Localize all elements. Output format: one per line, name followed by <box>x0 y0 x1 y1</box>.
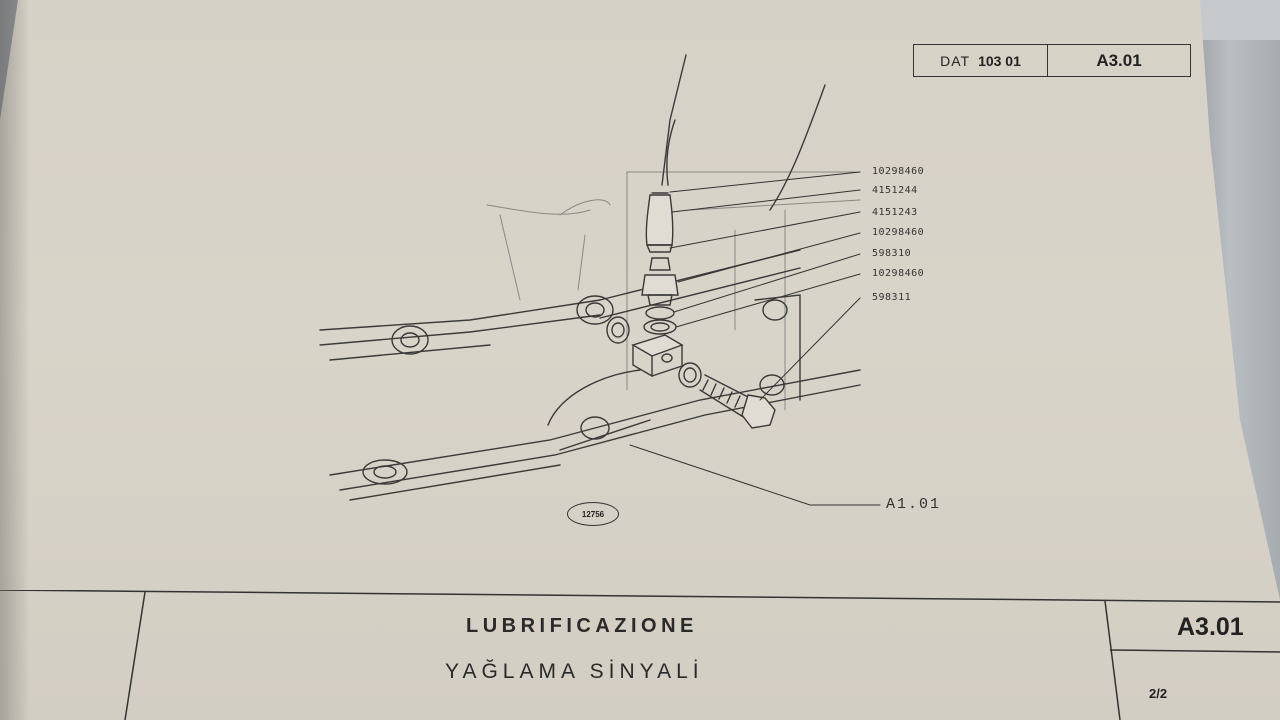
title-italian: LUBRIFICAZIONE <box>466 615 698 637</box>
page-shadow <box>0 0 30 720</box>
header-reference-box: DAT 103 01 A3.01 <box>913 44 1191 77</box>
header-code: A3.01 <box>1096 50 1142 70</box>
title-turkish: YAĞLAMA SİNYALİ <box>445 660 704 683</box>
callout-part-number: 10298460 <box>872 166 925 177</box>
dat-reference: DAT 103 01 <box>914 45 1048 76</box>
reference-label: A1.01 <box>886 496 942 513</box>
page-number: 2/2 <box>1149 686 1168 701</box>
title-block-frame <box>0 590 1280 720</box>
callout-part-number: 598311 <box>872 292 912 303</box>
title-block-code: A3.01 <box>1177 613 1244 641</box>
figure-number-badge: 12756 <box>567 502 619 526</box>
callout-part-number: 10298460 <box>872 227 925 238</box>
callout-part-number: 10298460 <box>872 268 925 279</box>
callout-part-number: 598310 <box>872 248 912 259</box>
callout-part-number: 4151243 <box>872 207 918 218</box>
dat-label: DAT <box>940 52 971 69</box>
dat-number: 103 01 <box>978 52 1021 69</box>
callout-part-number: 4151244 <box>872 185 918 196</box>
